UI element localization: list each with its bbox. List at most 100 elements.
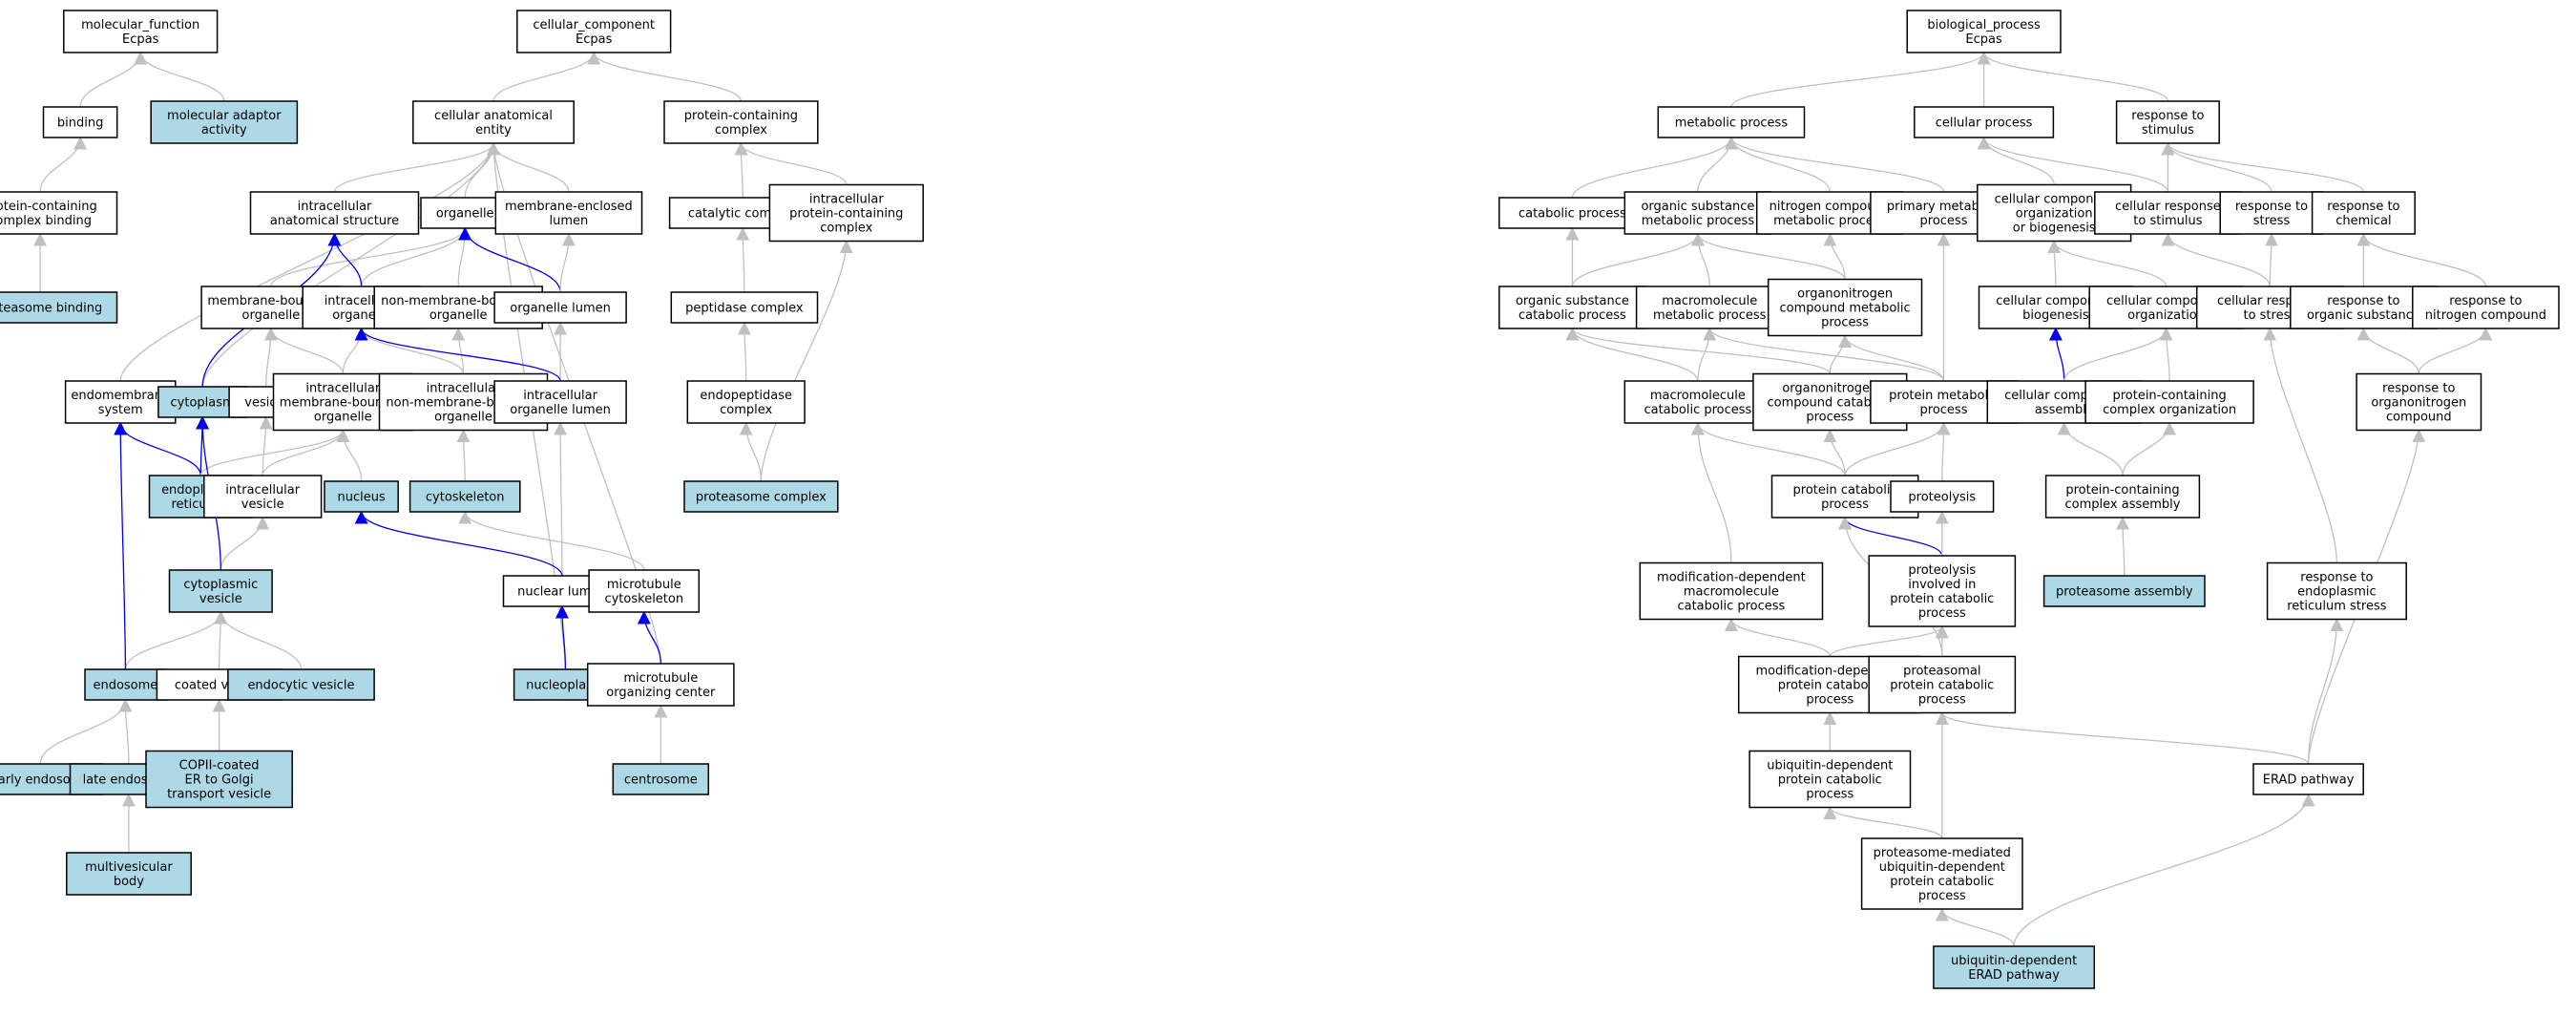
go-term-catabolic: catabolic process	[1498, 197, 1646, 229]
edge-imbo-to-io	[342, 327, 368, 374]
edge-rtstress-to-rts	[2161, 141, 2272, 193]
term-label-line: proteasome assembly	[2056, 585, 2193, 600]
edge-rts-to-bp	[1977, 51, 2169, 102]
term-label-line: response to	[2449, 294, 2522, 308]
term-label-line: response to	[2382, 382, 2455, 396]
term-label-line: molecular adaptor	[167, 109, 282, 123]
term-label-line: catabolic process	[1677, 600, 1785, 614]
edge-cytoplasm-to-cae	[201, 141, 500, 388]
term-box	[586, 663, 735, 707]
term-label-line: protein catabolic	[1890, 592, 1994, 606]
term-box	[1868, 655, 2017, 714]
go-term-mdmcp: modification-dependentmacromoleculecatab…	[1639, 561, 1824, 621]
term-label-line: macromolecule	[1650, 389, 1746, 403]
term-label-line: cellular process	[1936, 116, 2033, 131]
term-label-line: organonitrogen	[1782, 382, 1877, 396]
term-label-line: microtubule	[607, 578, 681, 592]
edge-cca-to-cco	[2063, 327, 2173, 382]
term-label-line: proteasome-mediated	[1874, 846, 2011, 860]
edge-ncmp-to-metabolic	[1724, 136, 1831, 193]
go-term-nucleus: nucleus	[324, 480, 399, 513]
term-label-line: cellular component	[1996, 294, 2115, 308]
term-label-line: or biogenesis	[2013, 222, 2096, 236]
term-label-line: intracellular	[809, 193, 884, 207]
term-label-line: involved in	[1908, 578, 1976, 592]
edge-uderad-to-erad	[2013, 793, 2315, 947]
edge-mcp-to-oscp	[1565, 327, 1699, 382]
edge-peptidase-complex-to-catalytic-complex	[736, 226, 750, 293]
term-box	[168, 569, 273, 613]
edge-uderad-to-pmudpcp	[1935, 907, 2015, 947]
edge-rtonc-to-rtnc	[2418, 327, 2493, 374]
term-box	[1767, 278, 1923, 337]
term-label-line: primary metabolic	[1887, 200, 2000, 214]
term-label-line: biogenesis	[2022, 308, 2089, 323]
edge-erad-to-rters	[2307, 618, 2344, 765]
go-term-peptidase-complex: peptidase complex	[670, 291, 819, 324]
edge-iv-to-vesicle	[259, 415, 273, 476]
term-label-line: macromolecule	[1684, 585, 1779, 600]
term-box	[2356, 372, 2482, 432]
go-term-proteolysis: proteolysis	[1890, 480, 1995, 513]
term-box	[227, 668, 375, 701]
term-label-line: complex binding	[0, 214, 92, 228]
edge-endosome-to-cv	[124, 610, 228, 670]
term-box	[2311, 191, 2416, 235]
term-label-line: cytoskeleton	[426, 491, 505, 505]
go-term-cytoskeleton: cytoskeleton	[408, 480, 521, 513]
term-label-line: nitrogen compound	[1770, 200, 1891, 214]
term-label-line: Ecpas	[122, 32, 159, 47]
edge-crtstress-to-rtstress	[2264, 232, 2278, 287]
term-box	[493, 380, 627, 424]
term-label-line: ubiquitin-dependent	[1951, 954, 2077, 968]
term-label-line: proteasomal	[1903, 665, 1980, 679]
edge-ccob-to-cellular-process	[1977, 136, 2055, 185]
term-box	[64, 380, 177, 424]
term-box	[493, 291, 627, 324]
term-label-line: membrane-bounded	[280, 396, 407, 411]
term-label-line: compound metabolic	[1780, 302, 1911, 316]
term-label-line: process	[1918, 889, 1966, 903]
term-label-line: protein catabolic	[1793, 483, 1897, 497]
term-label-line: response to	[2327, 200, 2399, 214]
edge-pcc-to-cc	[587, 51, 743, 102]
term-label-line: proteasome binding	[0, 302, 102, 316]
term-box	[588, 569, 701, 613]
go-term-proteasome-complex: proteasome complex	[683, 480, 839, 513]
term-label-line: Ecpas	[576, 32, 613, 47]
edge-nuclear-lumen-to-iol	[554, 421, 568, 577]
term-box	[670, 291, 819, 324]
term-box	[412, 100, 575, 144]
go-term-proteasome-binding: proteasome binding	[0, 291, 118, 324]
term-label-line: biological_process	[1927, 18, 2041, 32]
term-box	[2412, 286, 2560, 329]
edge-oncmp-to-ncmp	[1823, 232, 1846, 280]
go-term-ol: organelle lumen	[493, 291, 627, 324]
term-box	[1498, 286, 1646, 329]
term-label-line: process	[1806, 693, 1853, 708]
term-label-line: cytoskeleton	[604, 592, 683, 606]
edge-imbo-to-mbo	[263, 327, 344, 374]
term-label-line: peptidase complex	[685, 302, 804, 316]
term-box	[2252, 763, 2364, 795]
term-box	[1906, 10, 2062, 53]
term-label-line: cellular_component	[533, 18, 655, 32]
term-box	[249, 191, 420, 235]
edge-mcp-to-mmp	[1697, 327, 1717, 382]
term-label-line: complex organization	[2103, 403, 2236, 417]
term-box	[683, 480, 839, 513]
term-label-line: assembly	[2035, 403, 2094, 417]
term-label-line: intracellular	[298, 200, 372, 214]
term-box	[1635, 286, 1784, 329]
term-box	[2219, 191, 2324, 235]
term-label-line: process	[1806, 788, 1853, 802]
term-label-line: protein catabolic	[1778, 679, 1882, 693]
term-label-line: reticulum stress	[2287, 600, 2387, 614]
